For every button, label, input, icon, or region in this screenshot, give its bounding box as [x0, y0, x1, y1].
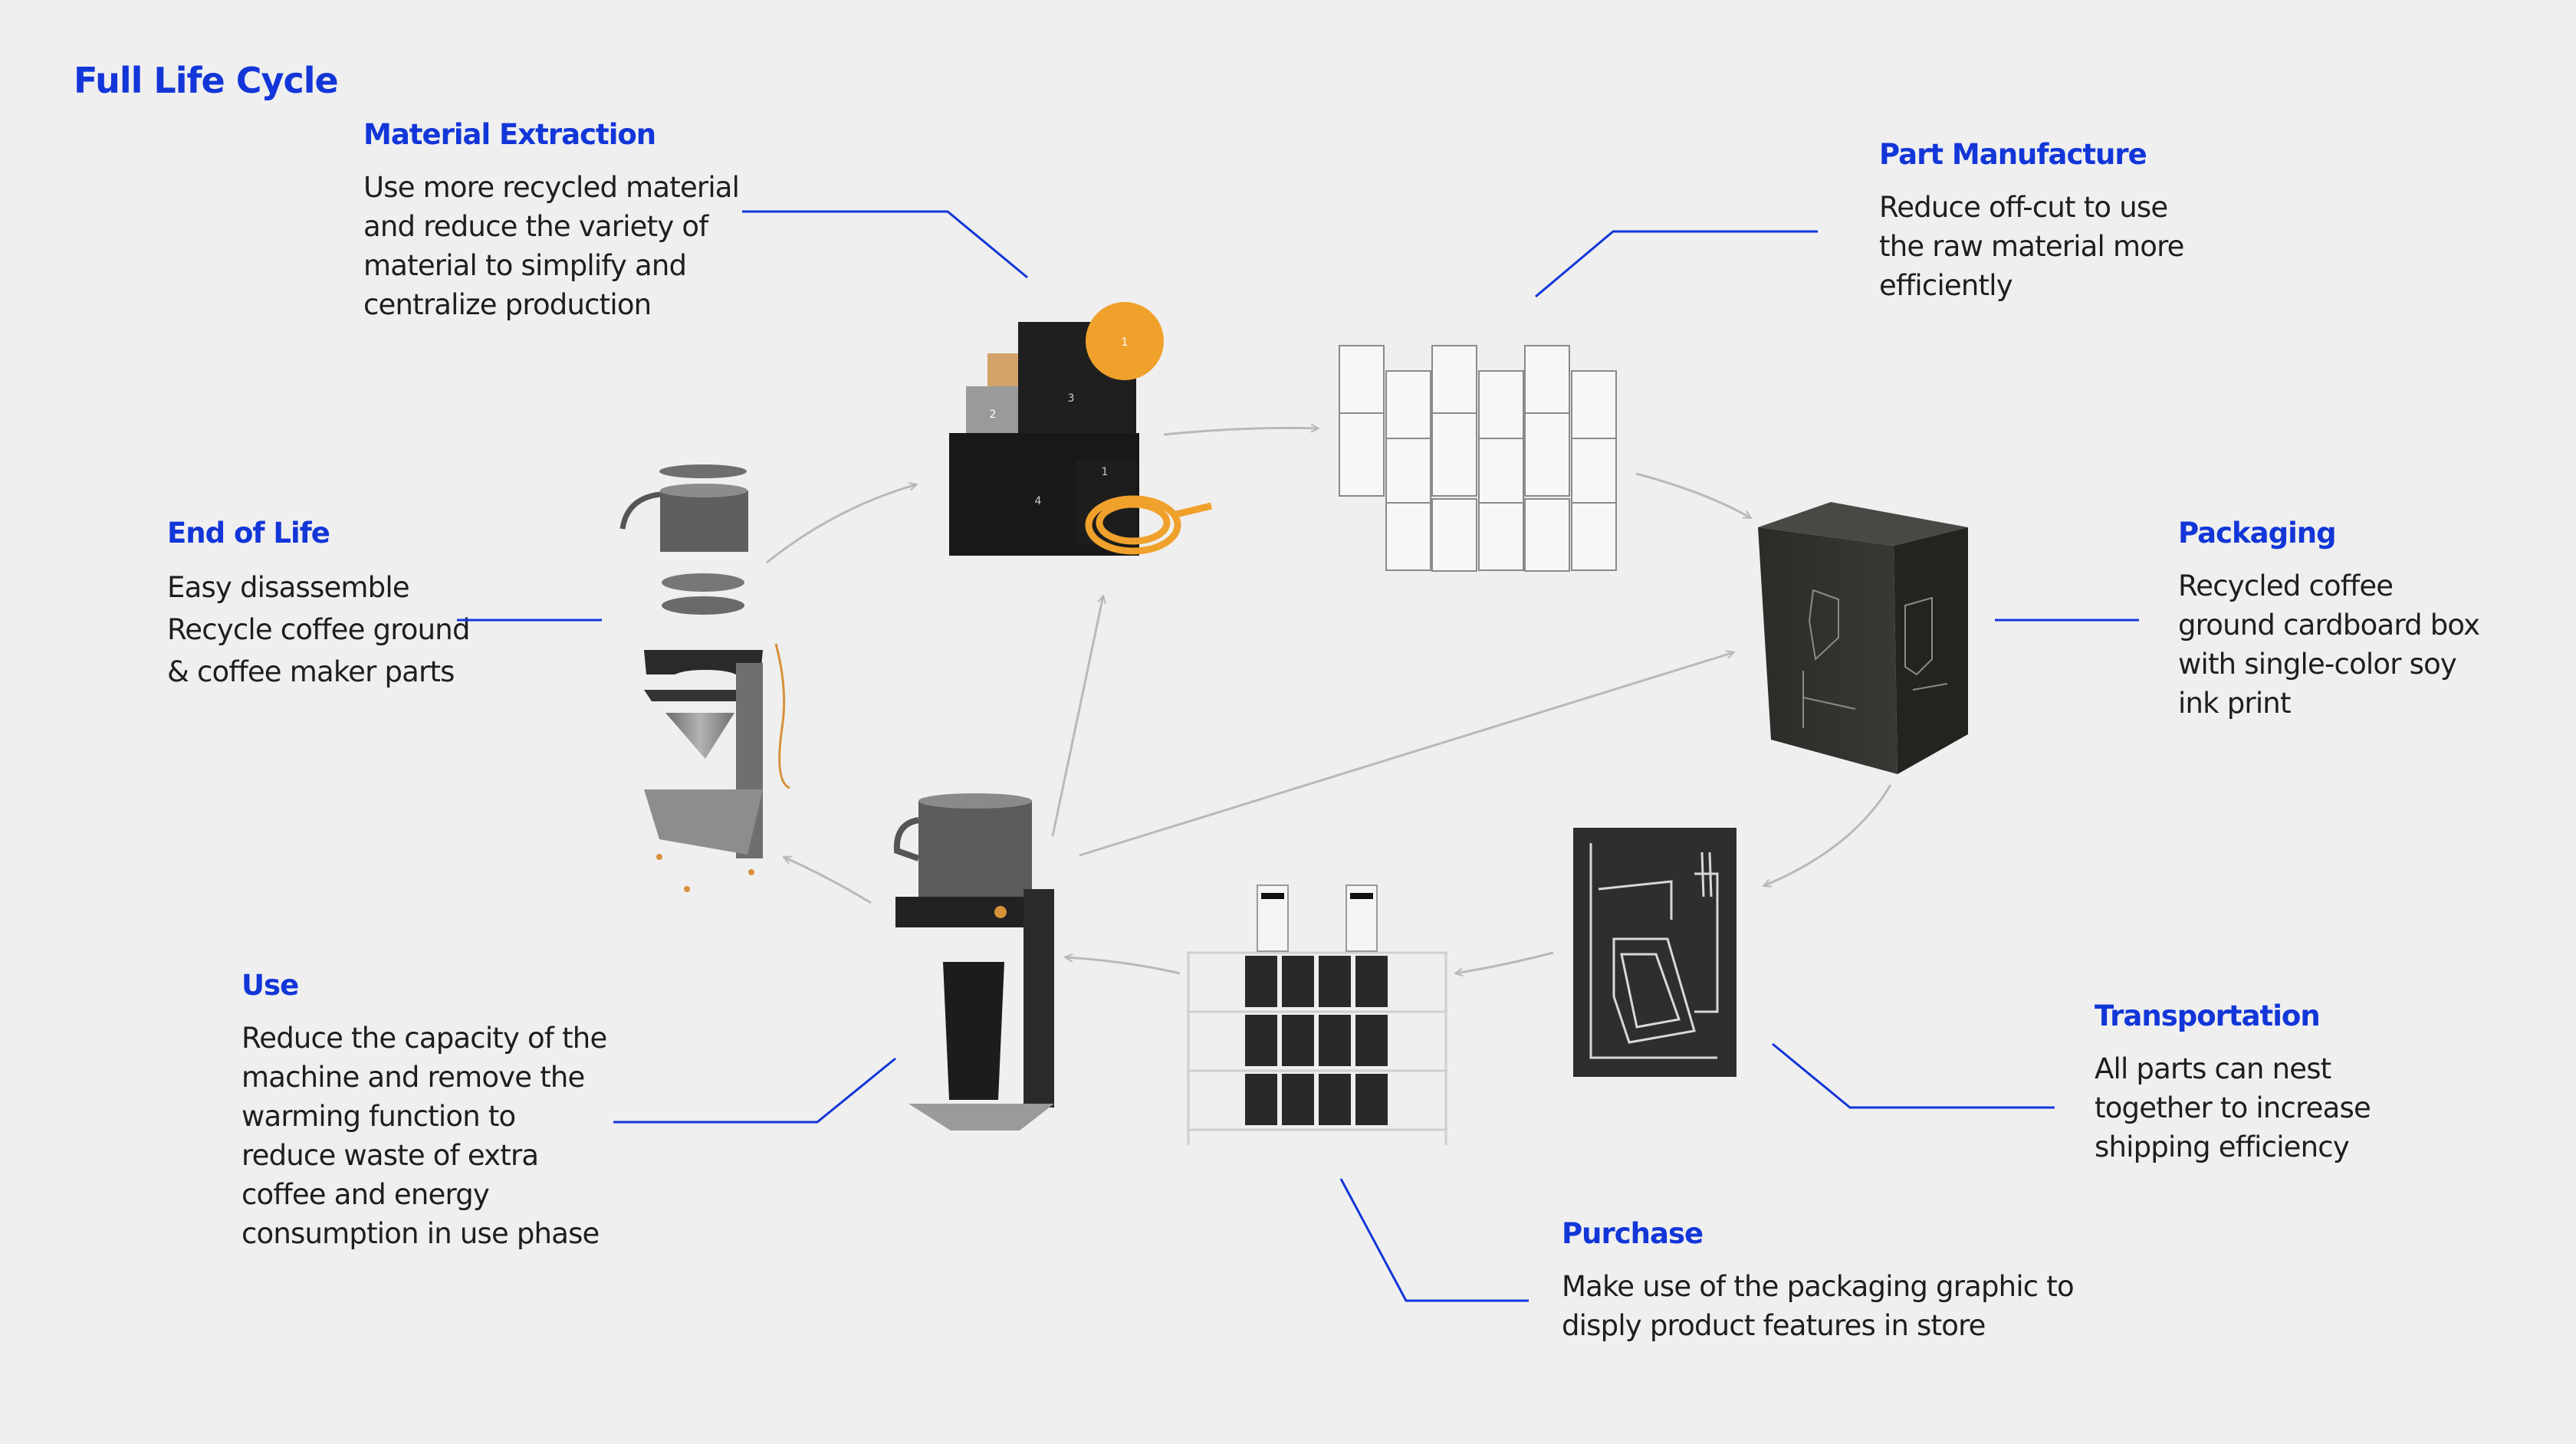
stage-heading: Use	[242, 969, 299, 1002]
stage-text-line: reduce waste of extra	[242, 1139, 539, 1172]
stage-heading: End of Life	[167, 517, 330, 550]
flow-arrow	[1455, 951, 1554, 973]
leader-line-purchase	[1339, 1178, 1529, 1302]
stage-part-manufacture: Part Manufacture Reduce off-cut to use t…	[1879, 138, 2184, 305]
stage-text-line: Recycle coffee ground	[167, 613, 470, 646]
stage-text-line: and reduce the variety of	[363, 210, 708, 243]
stage-text-line: Recycled coffee	[2178, 569, 2394, 602]
leader-line-part-manufacture	[1535, 230, 1818, 298]
flow-arrow	[1635, 472, 1751, 520]
nested-parts-illustration	[1573, 828, 1737, 1077]
flow-arrows	[766, 428, 1892, 975]
material-label: 4	[1035, 495, 1042, 507]
stage-text-line: Easy disassemble	[167, 571, 410, 604]
flow-arrow	[766, 484, 917, 564]
leader-line-transportation	[1772, 1042, 2055, 1109]
material-label: 2	[990, 409, 997, 421]
material-label: 3	[1068, 392, 1075, 405]
stage-text-line: & coffee maker parts	[167, 655, 455, 688]
flow-arrow	[1763, 784, 1892, 886]
stage-text-line: ink print	[2178, 687, 2291, 720]
stage-purchase: Purchase Make use of the packaging graph…	[1562, 1217, 2075, 1345]
stage-text-line: coffee and energy	[242, 1178, 490, 1211]
stage-text-line: efficiently	[1879, 269, 2013, 302]
leader-lines	[457, 210, 2139, 1302]
material-label: 1	[1102, 466, 1109, 478]
stage-text-line: consumption in use phase	[242, 1217, 600, 1250]
flow-arrow	[1065, 957, 1181, 975]
stage-text-line: Use more recycled material	[363, 171, 740, 204]
stage-text-line: ground cardboard box	[2178, 609, 2480, 642]
stage-heading: Material Extraction	[363, 118, 656, 151]
coffee-maker-illustration	[893, 793, 1054, 1131]
stage-text-line: All parts can nest	[2095, 1052, 2331, 1085]
stage-heading: Purchase	[1562, 1217, 1704, 1250]
material-samples-illustration: 1 2 3 4 1	[949, 302, 1213, 556]
stage-heading: Transportation	[2095, 999, 2321, 1032]
stage-use: Use Reduce the capacity of the machine a…	[242, 969, 607, 1253]
flow-arrow	[784, 857, 872, 904]
stage-heading: Part Manufacture	[1879, 138, 2147, 171]
stage-material-extraction: Material Extraction Use more recycled ma…	[363, 118, 740, 324]
material-label: 1	[1122, 336, 1129, 349]
stage-text-line: together to increase	[2095, 1091, 2371, 1124]
stage-text-line: Reduce the capacity of the	[242, 1022, 607, 1055]
stage-heading: Packaging	[2178, 517, 2337, 550]
flow-arrow	[1163, 428, 1319, 436]
page-title: Full Life Cycle	[74, 60, 339, 101]
stage-text-line: centralize production	[363, 288, 652, 321]
power-cable-icon	[1085, 495, 1213, 555]
stage-text-line: the raw material more	[1879, 230, 2184, 263]
stage-text-line: material to simplify and	[363, 249, 687, 282]
leader-line-use	[613, 1057, 896, 1124]
stage-text-line: disply product features in store	[1562, 1309, 1986, 1342]
stage-transportation: Transportation All parts can nest togeth…	[2095, 999, 2371, 1167]
flow-arrow	[1051, 596, 1103, 837]
stage-text-line: Make use of the packaging graphic to	[1562, 1270, 2075, 1303]
exploded-view-illustration	[619, 464, 790, 892]
stage-text-line: machine and remove the	[242, 1061, 585, 1094]
flow-arrow	[1079, 652, 1734, 857]
stage-end-of-life: End of Life Easy disassemble Recycle cof…	[167, 517, 470, 693]
stage-packaging: Packaging Recycled coffee ground cardboa…	[2178, 517, 2480, 723]
store-shelf-illustration	[1187, 884, 1447, 1145]
stage-text-line: Reduce off-cut to use	[1879, 191, 2168, 224]
leader-line-material-extraction	[742, 210, 1028, 279]
stage-text-line: shipping efficiency	[2095, 1131, 2350, 1163]
packaging-box-illustration	[1758, 502, 1968, 774]
stage-text-line: warming function to	[242, 1100, 516, 1133]
stage-text-line: with single-color soy	[2178, 648, 2457, 681]
flat-pattern-illustration	[1339, 345, 1617, 572]
